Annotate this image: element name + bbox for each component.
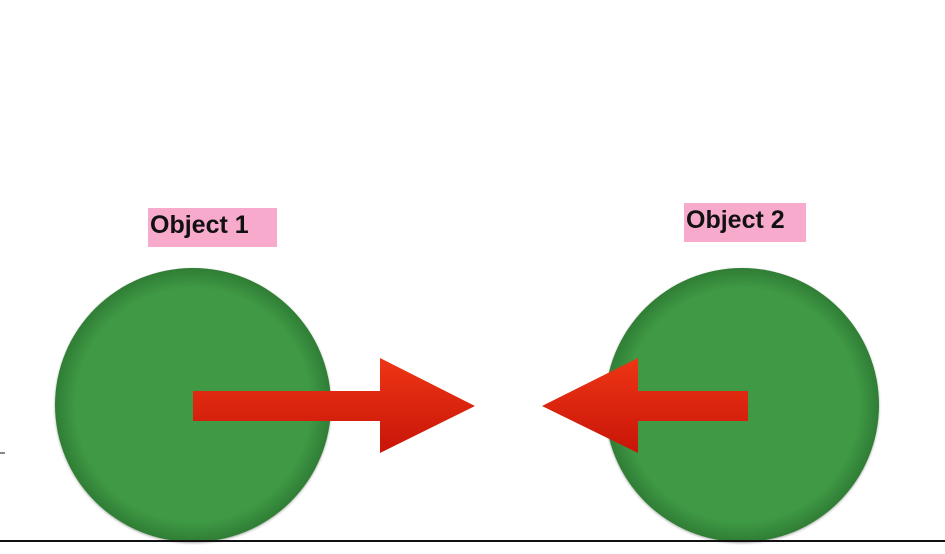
right-arrow-icon	[193, 358, 475, 453]
object-2-label-text: Object 2	[686, 206, 785, 234]
left-arrow-icon	[542, 358, 748, 453]
object-2-label: Object 2	[684, 203, 806, 242]
object-1-label: Object 1	[148, 208, 277, 247]
object-1-label-text: Object 1	[150, 211, 249, 239]
